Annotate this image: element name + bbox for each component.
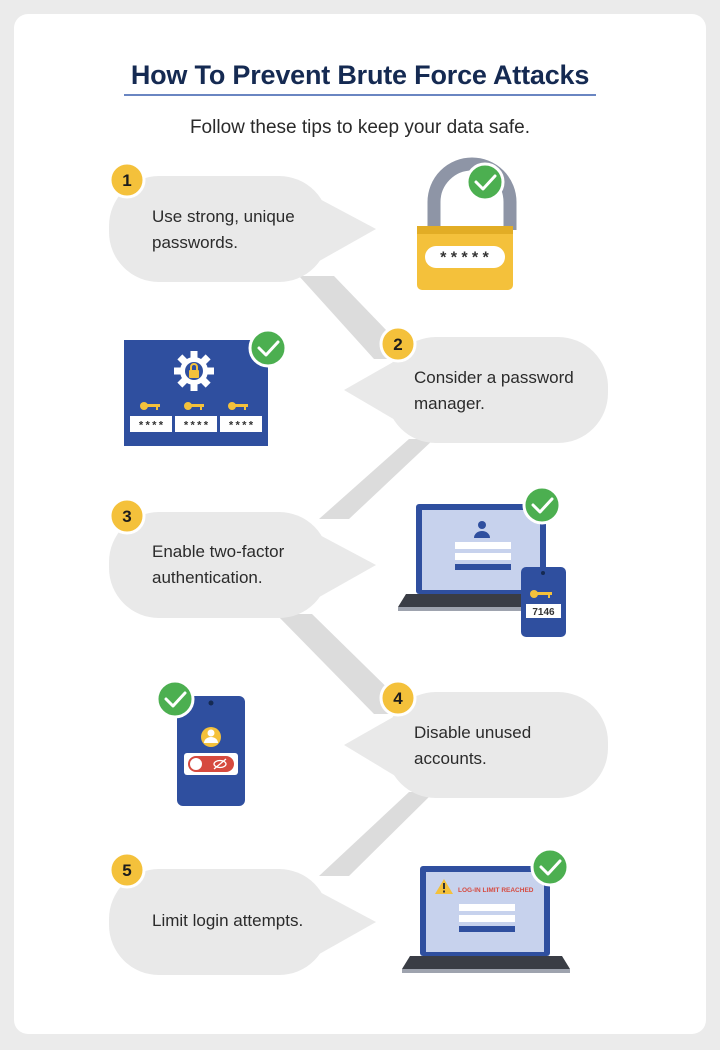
laptop-phone-2fa-icon: 7146 xyxy=(398,485,566,637)
phone-code: 7146 xyxy=(532,607,555,618)
manager-field-2: **** xyxy=(183,421,209,433)
step-1-bubble xyxy=(109,176,376,282)
infographic-card: How To Prevent Brute Force Attacks Follo… xyxy=(14,14,706,1034)
laptop-warning-icon: LOG-IN LIMIT REACHED xyxy=(402,847,570,973)
step-4-text: Disable unused accounts. xyxy=(414,720,531,772)
step-4-number: 4 xyxy=(393,689,403,708)
step-3-bubble xyxy=(109,512,376,618)
step-5-text: Limit login attempts. xyxy=(152,908,303,934)
step-1-line-2: passwords. xyxy=(152,233,238,252)
key-icon xyxy=(530,590,552,598)
step-3-text: Enable two-factor authentication. xyxy=(152,539,284,591)
step-4-bubble xyxy=(344,692,608,798)
page-title: How To Prevent Brute Force Attacks xyxy=(130,60,590,90)
step-3-line-2: authentication. xyxy=(152,568,263,587)
step-2-badge: 2 xyxy=(379,325,417,363)
padlock-icon: ***** xyxy=(417,157,517,290)
check-icon xyxy=(522,485,562,525)
check-icon xyxy=(155,679,195,719)
step-1-badge: 1 xyxy=(108,161,146,199)
phone-toggle-icon xyxy=(155,679,245,806)
key-icon xyxy=(140,402,248,410)
title-underline xyxy=(124,94,596,96)
step-4-line-2: accounts. xyxy=(414,749,487,768)
step-1-line-1: Use strong, unique xyxy=(152,207,295,226)
step-3-badge: 3 xyxy=(108,497,146,535)
limit-message: LOG-IN LIMIT REACHED xyxy=(458,887,534,894)
padlock-code: ***** xyxy=(438,250,491,268)
steps-illustration: 1 2 3 4 5 ***** xyxy=(108,157,608,975)
warning-icon xyxy=(435,879,453,894)
password-manager-icon: **** **** **** xyxy=(124,328,288,446)
step-4-badge: 4 xyxy=(379,679,417,717)
manager-field-3: **** xyxy=(228,421,254,433)
step-5-badge: 5 xyxy=(108,851,146,889)
step-2-line-2: manager. xyxy=(414,394,485,413)
step-2-bubble xyxy=(344,337,608,443)
step-5-line-1: Limit login attempts. xyxy=(152,911,304,930)
step-5-bubble xyxy=(109,869,376,975)
gear-lock-icon xyxy=(174,351,214,391)
step-2-line-1: Consider a password xyxy=(414,368,574,387)
step-3-line-1: Enable two-factor xyxy=(152,542,285,561)
page-subtitle: Follow these tips to keep your data safe… xyxy=(189,117,531,138)
manager-field-1: **** xyxy=(138,421,164,433)
step-4-line-1: Disable unused xyxy=(414,723,532,742)
check-icon xyxy=(248,328,288,368)
step-2-number: 2 xyxy=(393,335,402,354)
step-1-number: 1 xyxy=(122,171,131,190)
check-icon xyxy=(465,162,505,202)
check-icon xyxy=(530,847,570,887)
step-5-number: 5 xyxy=(122,861,131,880)
step-3-number: 3 xyxy=(122,507,131,526)
step-1-text: Use strong, unique passwords. xyxy=(152,204,295,256)
step-2-text: Consider a password manager. xyxy=(414,365,574,417)
